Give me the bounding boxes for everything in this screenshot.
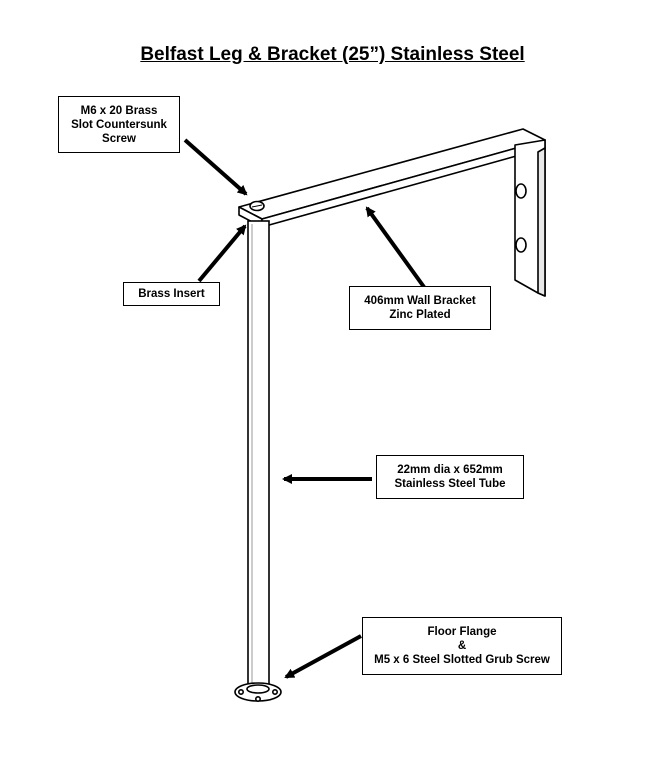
bracket-arrow xyxy=(365,206,426,289)
bracket-hole-lower xyxy=(515,237,527,253)
tube-label: 22mm dia x 652mm Stainless Steel Tube xyxy=(376,455,524,499)
brass-insert-label: Brass Insert xyxy=(123,282,220,306)
flange-arrow xyxy=(284,634,362,679)
callout-arrows xyxy=(183,138,426,679)
screw-label: M6 x 20 Brass Slot Countersunk Screw xyxy=(58,96,180,153)
floor-flange-label: Floor Flange & M5 x 6 Steel Slotted Grub… xyxy=(362,617,562,675)
floor-flange xyxy=(234,682,282,702)
page-title: Belfast Leg & Bracket (25”) Stainless St… xyxy=(140,44,525,65)
insert-arrow xyxy=(197,224,247,283)
wall-bracket xyxy=(238,128,546,297)
bracket-hole-upper xyxy=(515,183,527,199)
leg-tube xyxy=(247,220,270,687)
wall-bracket-label: 406mm Wall Bracket Zinc Plated xyxy=(349,286,491,330)
screw-arrow xyxy=(183,138,248,196)
